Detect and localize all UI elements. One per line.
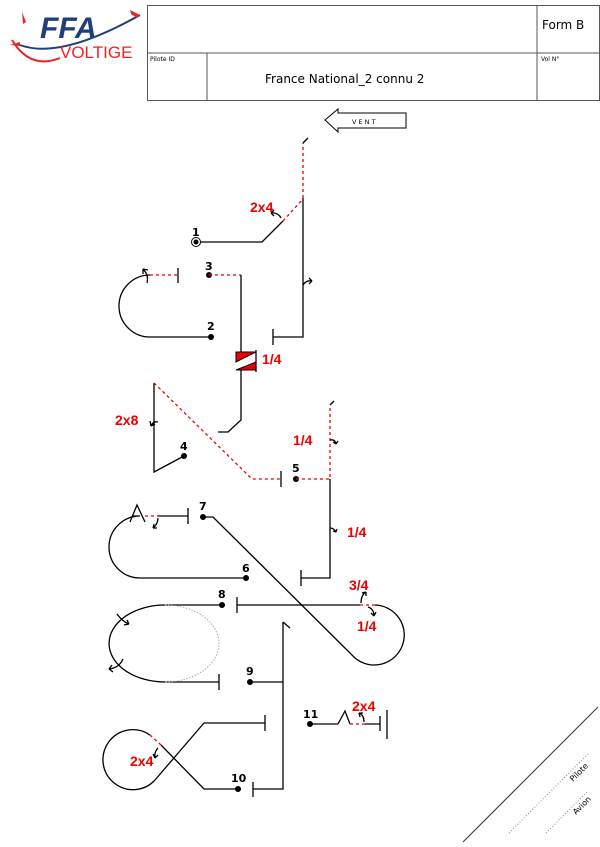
form-label: Form B bbox=[542, 18, 584, 32]
svg-text:1/4: 1/4 bbox=[357, 618, 377, 634]
svg-text:11: 11 bbox=[303, 708, 318, 721]
svg-text:1/4: 1/4 bbox=[347, 524, 367, 540]
figure-11: 11 2x4 bbox=[303, 698, 388, 739]
svg-text:8: 8 bbox=[218, 588, 226, 601]
figure-10: 10 2x4 bbox=[102, 715, 266, 792]
figure-5: 5 1/4 1/4 bbox=[292, 400, 367, 586]
ffa-voltige-logo: FFA VOLTIGE bbox=[10, 10, 141, 63]
svg-text:5: 5 bbox=[292, 462, 300, 475]
svg-text:2x4: 2x4 bbox=[250, 199, 274, 215]
figure-9: 9 bbox=[246, 621, 291, 797]
svg-text:Avion: Avion bbox=[571, 795, 593, 817]
figure-4: 4 2x8 bbox=[115, 382, 282, 487]
figure-3: 3 1/4 bbox=[205, 260, 282, 433]
svg-text:1/4: 1/4 bbox=[262, 351, 282, 367]
svg-text:2x8: 2x8 bbox=[115, 412, 139, 428]
svg-text:Pilote: Pilote bbox=[568, 761, 590, 783]
figure-7: 7 3/4 1/4 bbox=[199, 500, 405, 666]
svg-text:9: 9 bbox=[246, 665, 254, 678]
wind-arrow: V E N T bbox=[324, 107, 407, 134]
judge-corner: Pilote Avion bbox=[462, 706, 599, 843]
pilot-id-label: Pilote ID bbox=[150, 56, 175, 63]
flight-number-label: Vol N° bbox=[541, 56, 559, 63]
figure-1: 1 2x4 bbox=[191, 137, 313, 345]
svg-text:4: 4 bbox=[180, 440, 188, 453]
svg-text:10: 10 bbox=[231, 772, 247, 785]
svg-text:1/4: 1/4 bbox=[293, 432, 313, 448]
svg-text:3: 3 bbox=[205, 260, 213, 273]
svg-text:2x4: 2x4 bbox=[130, 753, 154, 769]
svg-text:7: 7 bbox=[199, 500, 207, 513]
svg-text:2x4: 2x4 bbox=[352, 698, 376, 714]
header-table: Form B Pilote ID Vol N° France National_… bbox=[147, 5, 600, 101]
svg-text:2: 2 bbox=[207, 320, 215, 333]
svg-text:6: 6 bbox=[242, 562, 250, 575]
svg-text:FFA: FFA bbox=[40, 12, 97, 45]
svg-text:3/4: 3/4 bbox=[349, 577, 369, 593]
svg-text:V E N T: V E N T bbox=[352, 118, 376, 126]
figure-2: 2 bbox=[118, 268, 215, 340]
figure-8: 8 bbox=[108, 588, 226, 690]
sequence-title: France National_2 connu 2 bbox=[265, 72, 424, 86]
figure-6: 6 bbox=[108, 503, 250, 581]
svg-text:VOLTIGE: VOLTIGE bbox=[60, 43, 132, 62]
svg-text:1: 1 bbox=[192, 226, 200, 239]
